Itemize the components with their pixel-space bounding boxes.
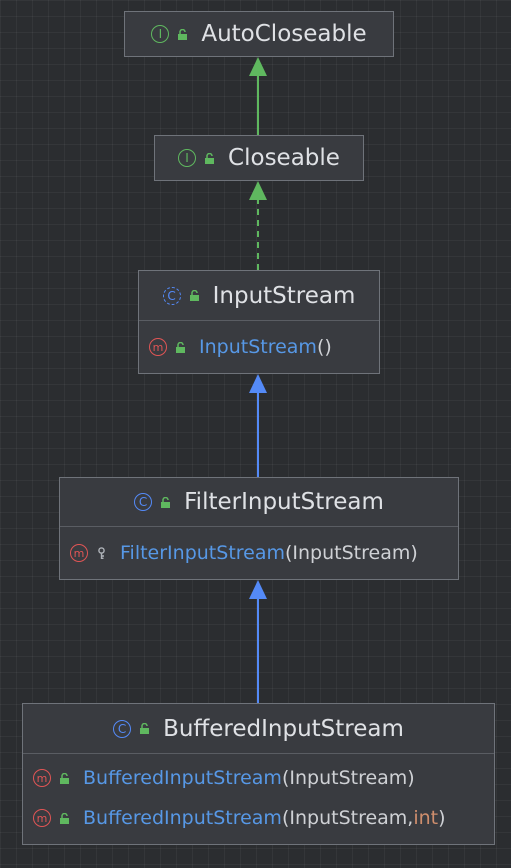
interface-icon: I	[178, 149, 197, 167]
interface-icon: I	[151, 25, 170, 43]
primitive-type: int	[413, 807, 439, 829]
node-bufferedinputstream[interactable]: C BufferedInputStream m BufferedInputStr…	[22, 703, 495, 845]
method-icon: m	[149, 338, 167, 356]
edge-arrowhead-filterinputstream-to-inputstream	[249, 374, 267, 393]
public-lock-icon	[139, 723, 150, 734]
node-title: AutoCloseable	[201, 21, 367, 47]
public-lock-icon	[175, 341, 186, 353]
member-list: m BufferedInputStream(InputStream) m Buf…	[23, 753, 494, 838]
class-icon: C	[113, 719, 132, 738]
edge-arrowhead-inputstream-to-closeable	[249, 181, 267, 200]
method-name: BufferedInputStream	[83, 767, 282, 789]
method-icon: m	[70, 544, 88, 562]
method-name: BufferedInputStream	[83, 807, 282, 829]
edge-arrowhead-bufferedinputstream-to-filterinputstream	[249, 580, 267, 599]
member-row[interactable]: m BufferedInputStream(InputStream)	[23, 758, 494, 798]
member-row[interactable]: m FilterInputStream(InputStream)	[60, 527, 458, 579]
method-params: ()	[316, 336, 332, 358]
method-icon: m	[33, 809, 51, 827]
member-list: m FilterInputStream(InputStream)	[60, 526, 458, 579]
node-header[interactable]: C InputStream	[139, 271, 379, 320]
method-params: (InputStream,	[281, 807, 414, 829]
node-title: FilterInputStream	[184, 489, 384, 515]
node-title: Closeable	[228, 145, 340, 171]
node-title: InputStream	[212, 282, 356, 309]
method-params: (InputStream)	[285, 542, 418, 564]
public-lock-icon	[160, 496, 171, 508]
method-icon: m	[33, 769, 51, 787]
member-row[interactable]: m BufferedInputStream(InputStream, int)	[23, 798, 494, 838]
node-header[interactable]: C FilterInputStream	[60, 478, 458, 526]
node-header[interactable]: I AutoCloseable	[125, 12, 393, 56]
abstract-class-icon: C	[162, 286, 181, 305]
edge-arrowhead-closeable-to-autocloseable	[249, 57, 267, 76]
node-autocloseable[interactable]: I AutoCloseable	[124, 11, 394, 57]
public-lock-icon	[59, 772, 70, 784]
node-closeable[interactable]: I Closeable	[154, 135, 364, 181]
node-header[interactable]: I Closeable	[155, 136, 363, 180]
method-name: InputStream	[199, 336, 317, 358]
method-name: FilterInputStream	[120, 542, 285, 564]
method-params-end: )	[438, 807, 446, 829]
method-params: (InputStream)	[281, 767, 415, 789]
member-list: m InputStream()	[139, 320, 379, 373]
protected-key-icon	[96, 546, 107, 560]
member-row[interactable]: m InputStream()	[139, 321, 379, 373]
public-lock-icon	[189, 290, 200, 301]
public-lock-icon	[204, 152, 215, 164]
node-inputstream[interactable]: C InputStream m InputStream()	[138, 270, 380, 374]
node-filterinputstream[interactable]: C FilterInputStream m FilterInputStream(…	[59, 477, 459, 580]
node-header[interactable]: C BufferedInputStream	[23, 704, 494, 753]
node-title: BufferedInputStream	[163, 715, 404, 742]
class-icon: C	[134, 493, 153, 511]
public-lock-icon	[177, 28, 188, 40]
public-lock-icon	[59, 812, 70, 824]
